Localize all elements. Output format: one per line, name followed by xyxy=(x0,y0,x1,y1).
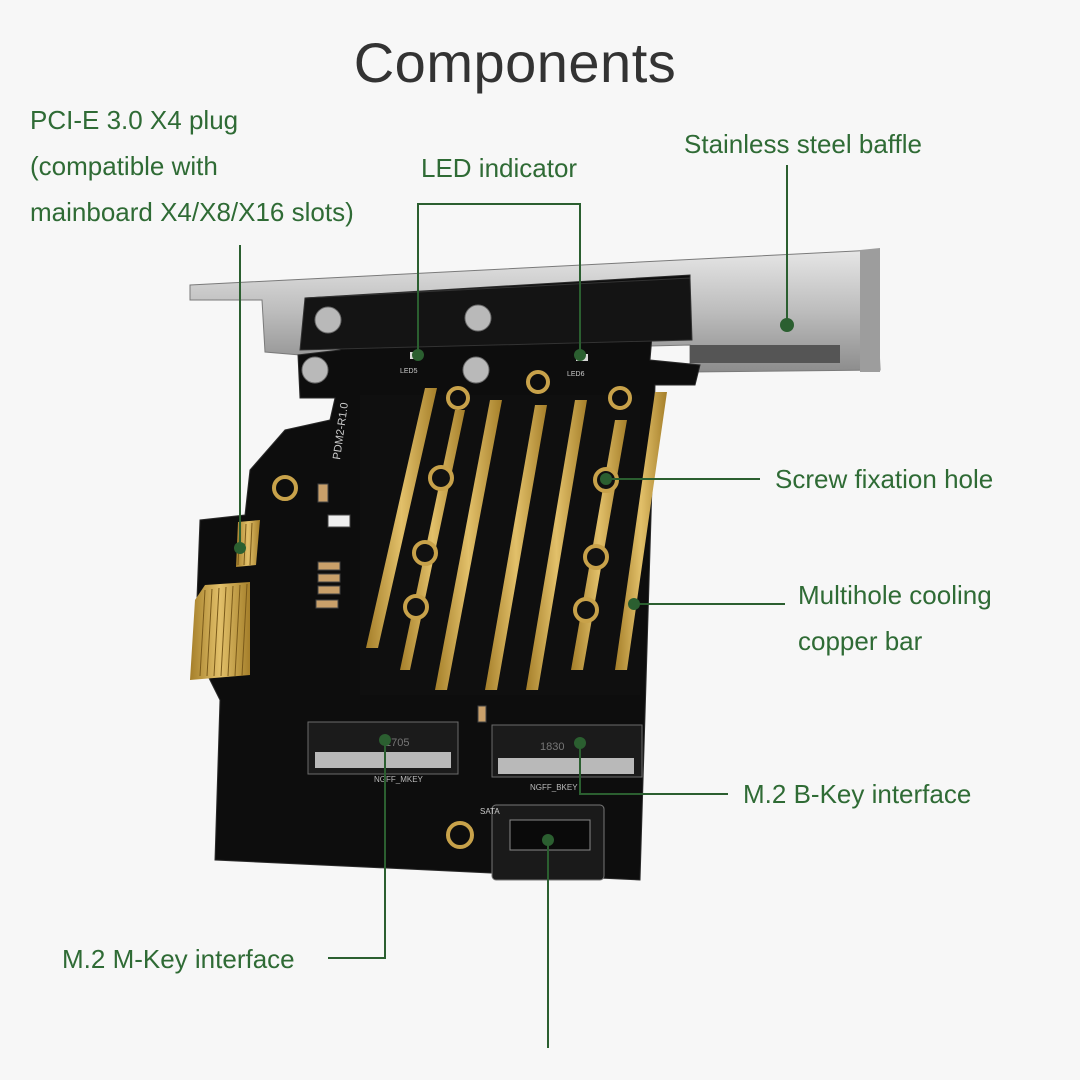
page-title: Components xyxy=(353,31,677,94)
pcb-board xyxy=(194,274,701,881)
led6-print: LED6 xyxy=(567,371,585,378)
mkey-slot-print: NGFF_MKEY xyxy=(374,775,424,784)
sata-print: SATA xyxy=(480,807,500,816)
smd-components xyxy=(315,483,487,723)
bkey-leader xyxy=(579,743,728,795)
pcie-plug-line-3: mainboard X4/X8/X16 slots) xyxy=(30,197,354,227)
led5-print: LED5 xyxy=(400,368,418,375)
bracket-screws xyxy=(301,304,492,384)
led-leader xyxy=(417,203,581,355)
label-pcie-plug: PCI-E 3.0 X4 plug (compatible with mainb… xyxy=(30,97,354,235)
cooling-bar-line-1: Multihole cooling xyxy=(798,580,992,610)
label-bkey: M.2 B-Key interface xyxy=(743,779,972,809)
copper-cooling-bars xyxy=(272,370,667,849)
pcie-gold-fingers xyxy=(190,520,260,680)
label-screw-hole: Screw fixation hole xyxy=(775,464,994,494)
m2-bkey-slot: NGFF_BKEY 1830 xyxy=(491,724,643,792)
leader-dots xyxy=(234,318,794,846)
m2-mkey-slot: NGFF_MKEY 1705 xyxy=(307,721,459,784)
label-cooling-bar: Multihole cooling copper bar xyxy=(798,572,992,664)
ic-right-print: 1830 xyxy=(540,741,564,753)
label-steel-baffle: Stainless steel baffle xyxy=(684,129,922,159)
label-mkey: M.2 M-Key interface xyxy=(62,944,295,974)
ic-left-print: 1705 xyxy=(385,737,409,749)
cooling-bar-line-2: copper bar xyxy=(798,626,923,656)
label-led-indicator: LED indicator xyxy=(421,153,578,183)
leader-lines xyxy=(239,165,788,1048)
pcie-plug-line-1: PCI-E 3.0 X4 plug xyxy=(30,105,239,135)
pcie-plug-line-2: (compatible with xyxy=(30,151,218,181)
bkey-slot-print: NGFF_BKEY xyxy=(530,783,578,792)
sata-port: SATA xyxy=(480,804,605,881)
mkey-leader xyxy=(328,740,386,959)
